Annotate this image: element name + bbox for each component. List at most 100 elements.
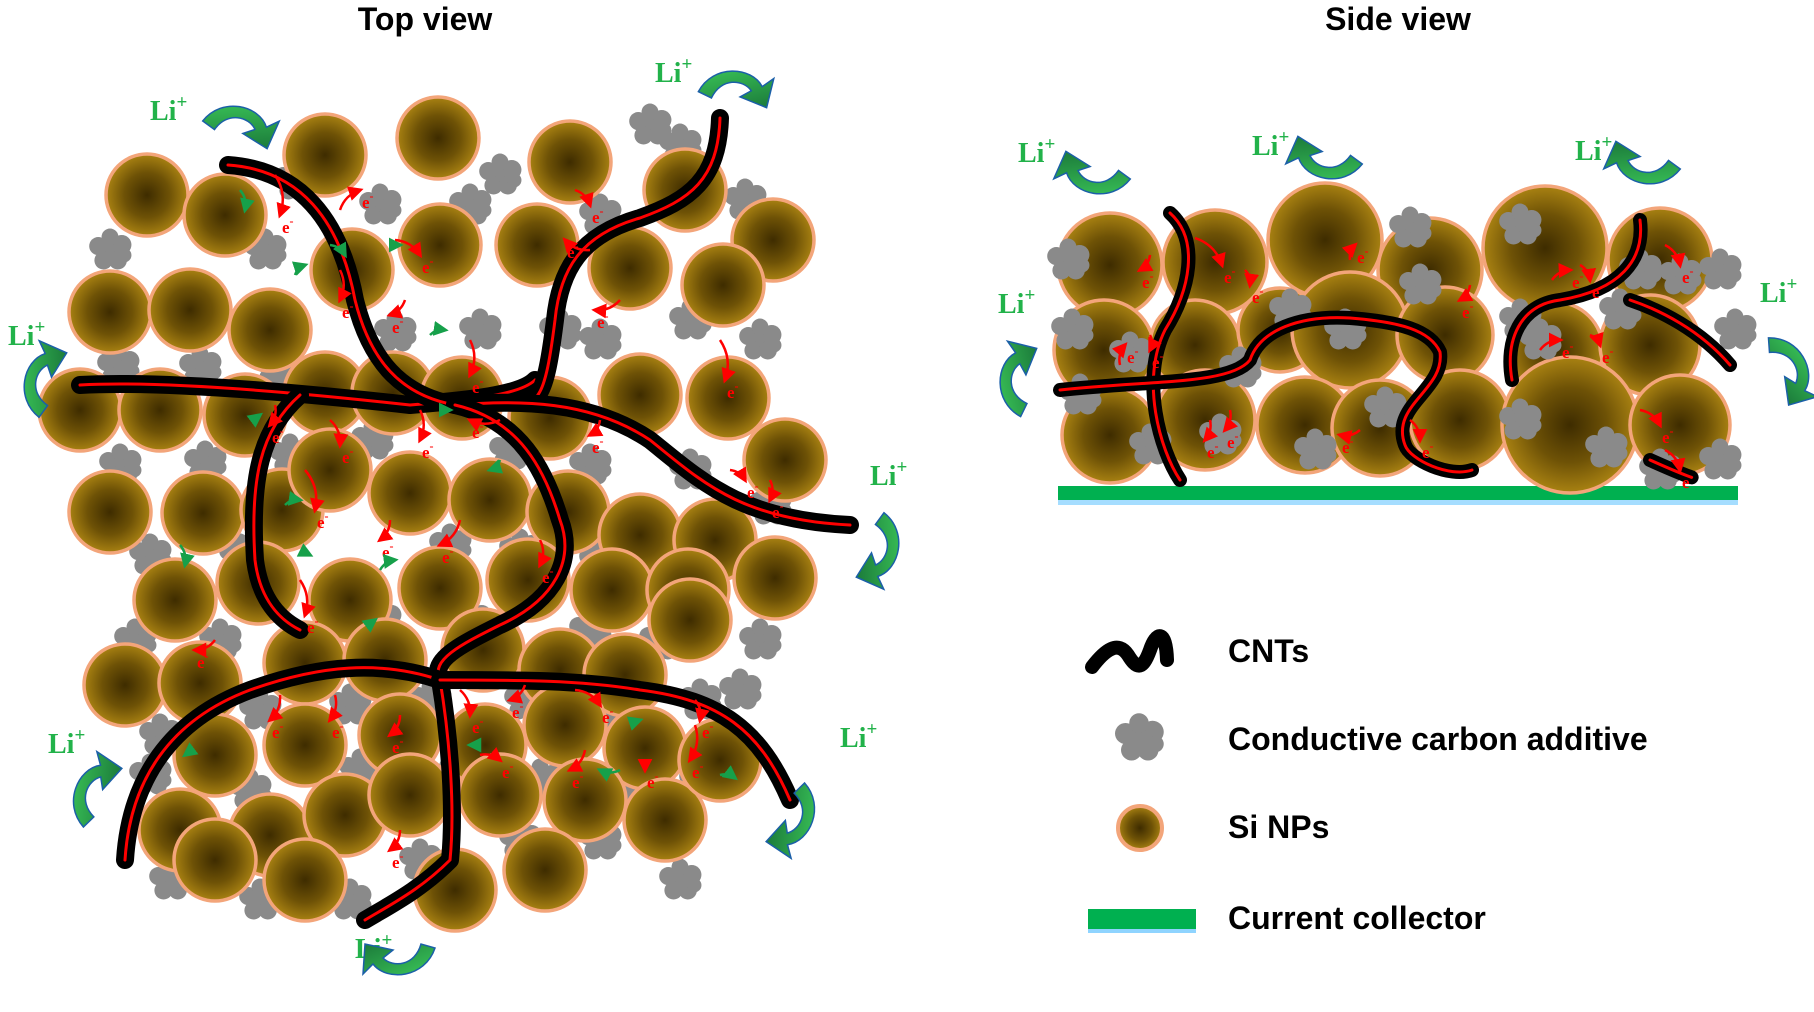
li-diffusion-arrow [179,544,195,569]
electron-label: e- [1682,264,1694,287]
electron-label: e- [422,439,434,462]
carbon-additive [179,345,222,387]
li-diffusion-arrow [429,320,449,336]
electron-label: e- [472,374,484,397]
electron-label: e- [392,734,404,757]
electron-transfer-arrow: e- [1336,429,1361,457]
electron-transfer-arrow: e- [1111,342,1139,367]
current-collector-icon [1088,909,1196,931]
si-nanoparticle [262,837,348,923]
electron-label: e- [647,769,659,792]
electron-transfer-arrow: e- [327,694,344,742]
electron-label: e- [512,699,524,722]
cnt-strand [526,109,729,407]
si-nanoparticle [82,642,168,728]
electron-label: e- [342,444,354,467]
electron-transfer-arrow: e- [1456,284,1474,322]
si-nanoparticle [622,777,708,863]
electron-transfer-arrow: e- [304,469,329,532]
electron-label: e- [602,704,614,727]
li-ion-label: Li+ [998,285,1035,320]
electron-transfer-arrow: e- [586,419,604,457]
cnt-strand [1643,453,1699,485]
li-ion-indicator: Li+ [855,457,907,591]
carbon-additive [89,228,132,270]
curved-arrow-icon [1602,140,1682,185]
si-nanoparticle [447,457,533,543]
electron-label: e- [272,424,284,447]
curved-arrow-icon [855,511,900,591]
electron-label: e- [197,649,209,672]
legend-item-si: Si NPs [1116,804,1329,852]
legend-label-carbon: Conductive carbon additive [1228,721,1648,757]
cnt-strand [431,671,799,809]
si-nanoparticle [282,112,368,198]
li-diffusion-arrow [246,412,263,428]
carbon-additive [1364,386,1407,428]
electron-label: e- [1252,284,1264,307]
li-ion-label: Li+ [840,719,877,754]
cnt-strand [356,671,461,929]
cnt-strand [1503,213,1648,387]
carbon-additive [1399,263,1442,305]
si-nanoparticle [367,450,453,536]
electron-label: e- [1357,244,1369,267]
li-ion-indicator: Li+ [1760,274,1814,407]
electron-label: e- [272,719,284,742]
legend-item-carbon: Conductive carbon additive [1115,713,1648,761]
li-ion-indicator: Li+ [998,285,1038,418]
electron-label: e- [1602,344,1614,367]
electron-label: e- [1127,344,1139,367]
electron-transfer-arrow: e- [466,418,501,442]
electron-transfer-arrow: e- [459,689,484,737]
electron-label: e- [772,499,784,522]
electron-transfer-arrow: e- [718,339,739,402]
top-si-layer [37,95,828,933]
electron-transfer-arrow: e- [468,339,484,397]
electron-transfer-arrow: e- [338,269,354,322]
li-ion-label: Li+ [150,92,187,127]
si-nanoparticle [732,535,818,621]
li-diffusion-arrow [626,716,644,731]
legend-label-cnt: CNTs [1228,633,1309,669]
electron-transfer-arrow: e- [562,237,591,262]
electron-label: e- [1227,429,1239,452]
top-li-layer: Li+Li+Li+Li+Li+Li+Li+ [8,54,907,976]
electron-transfer-arrow: e- [637,758,659,792]
curved-arrow-icon [72,749,123,829]
li-diffusion-arrow [466,737,482,753]
si-np-icon [1116,804,1164,852]
electron-transfer-arrow: e- [506,684,527,722]
electron-transfer-arrow: e- [694,699,714,742]
electron-label: e- [502,759,514,782]
electron-transfer-arrow: e- [566,749,587,792]
li-diffusion-arrow [239,189,255,214]
electron-transfer-arrow: e- [267,694,284,742]
electron-label: e- [1662,424,1674,447]
si-nanoparticle [160,470,246,556]
electron-transfer-arrow: e- [1148,334,1164,372]
si-nanoparticle [502,827,588,913]
carbon-additive [1499,203,1542,245]
electron-transfer-arrow: e- [1409,419,1434,462]
li-diffusion-arrow [438,402,454,418]
electron-label: e- [542,564,554,587]
li-ion-label: Li+ [1252,127,1289,162]
electron-label: e- [1224,264,1236,287]
carbon-additive [184,440,227,482]
carbon-additive-icon [1115,713,1164,761]
top-view-panel: Top view e-e-e-e-e-e-e-e-e-e-e-e-e-e-e-e… [8,1,907,976]
electron-label: e- [442,544,454,567]
electron-transfer-arrow: e- [1664,243,1694,287]
carbon-additive [579,318,622,360]
carbon-additive [1585,426,1628,468]
electron-label: e- [472,714,484,737]
electron-transfer-arrow: e- [768,479,784,522]
curved-arrow-icon [765,781,816,861]
carbon-additive [739,318,782,360]
electron-transfer-arrow: e- [1664,448,1694,492]
curved-arrow-icon [23,339,68,419]
li-diffusion-arrow [361,617,378,633]
si-nanoparticle [262,702,348,788]
